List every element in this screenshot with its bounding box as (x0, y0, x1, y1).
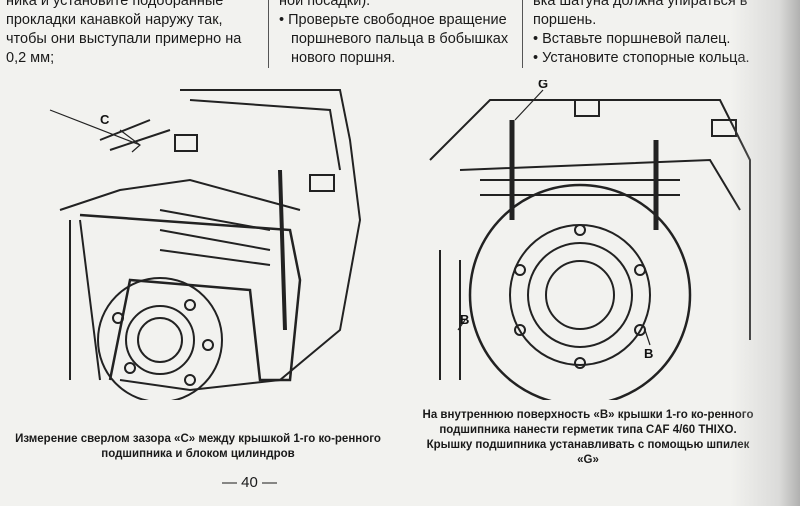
text-line: чтобы они выступали примерно на (6, 31, 242, 47)
bullet-item: Проверьте свободное вращение (279, 11, 517, 30)
text-column-3: вка шатуна должна упираться в поршень. В… (522, 0, 800, 68)
text-column-2: ной посадки). Проверьте свободное вращен… (268, 0, 517, 68)
engine-bearing-cap-illustration-left: C (49, 89, 362, 400)
text-line: ной посадки). (279, 0, 371, 9)
text-line: поршневого пальца в бобышках (291, 31, 509, 47)
text-line: поршень. (533, 12, 597, 28)
text-line: вка шатуна должна упираться в (533, 0, 748, 9)
label-g: G (538, 80, 548, 91)
label-b-left: B (460, 312, 469, 327)
figure-caption-right: На внутреннюю поверхность «В» крышки 1-г… (422, 409, 754, 466)
label-c: C (100, 112, 110, 127)
text-line: прокладки канавкой наружу так, (6, 12, 223, 28)
text-line: нового поршня. (291, 50, 396, 66)
label-b-right: B (644, 346, 653, 361)
bullet-item: Вставьте поршневой палец. (533, 30, 800, 49)
engine-bearing-cap-illustration-right: G B B (429, 80, 751, 400)
figure-caption-left: Измерение сверлом зазора «С» между крышк… (15, 433, 381, 460)
bullet-item: Установите стопорные кольца. (533, 49, 800, 68)
page-number: — 40 — (222, 474, 278, 491)
text-line: 0,2 мм; (6, 50, 55, 66)
text-line: ника и установите подобранные (6, 0, 224, 9)
text-column-1: ника и установите подобранные прокладки … (6, 0, 252, 68)
